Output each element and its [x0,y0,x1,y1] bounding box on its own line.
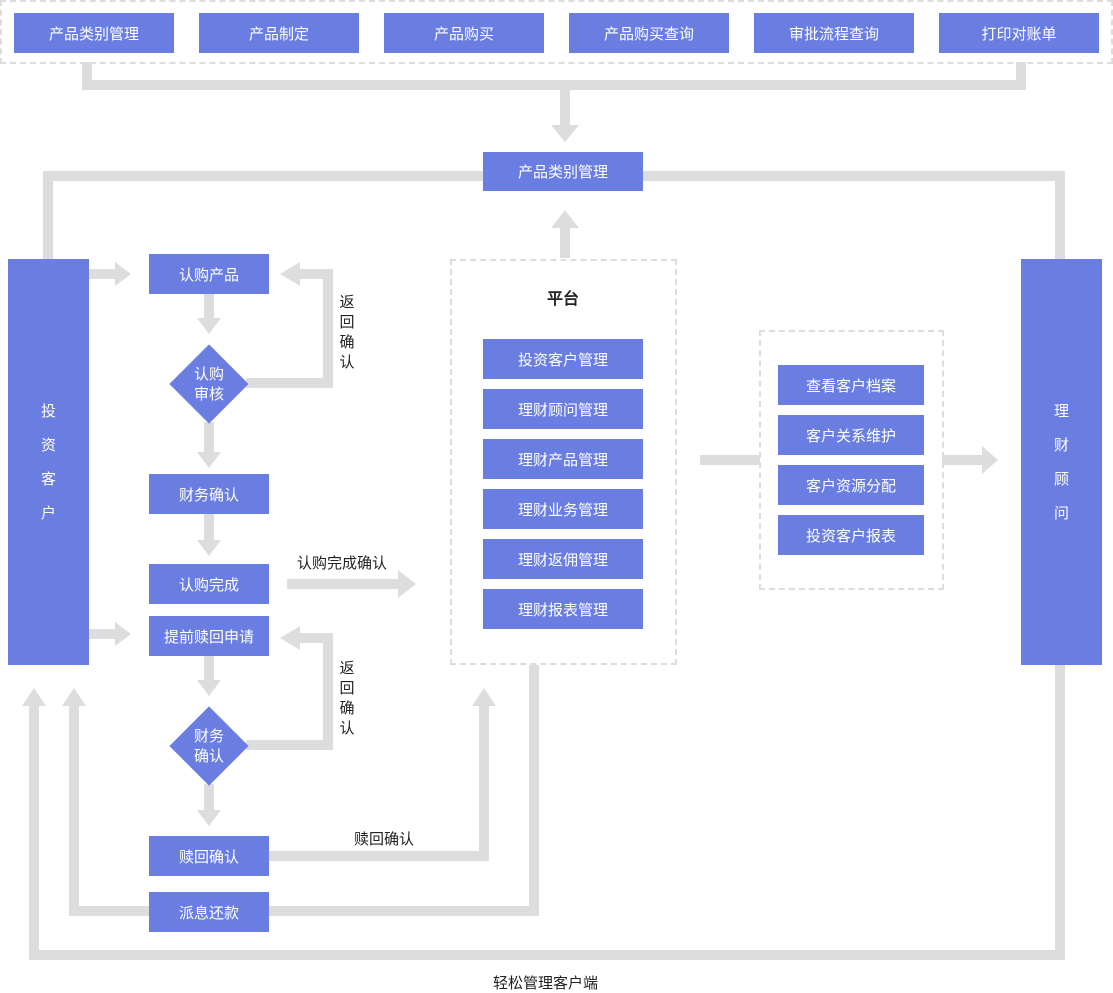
return-confirm-label-2: 返 回 确 认 [339,659,355,737]
investor-char: 客 [40,470,56,488]
platform-item-report-mgmt[interactable]: 理财报表管理 [483,589,643,629]
subscribe-review-label: 认购 审核 [193,365,224,403]
advisor-char: 顾 [1053,470,1069,488]
platform-title: 平台 [547,289,580,308]
center-product-category-box[interactable]: 产品类别管理 [483,152,643,191]
redeem-confirm-box[interactable]: 赎回确认 [149,836,269,876]
platform-container [450,259,677,665]
advisor-char: 财 [1053,436,1069,454]
investor-column: 投 资 客 户 [8,259,89,665]
early-redeem-box[interactable]: 提前赎回申请 [149,616,269,656]
platform-item-investor-mgmt[interactable]: 投资客户管理 [483,339,643,379]
platform-item-business-mgmt[interactable]: 理财业务管理 [483,489,643,529]
advisor-item-investor-report[interactable]: 投资客户报表 [778,515,924,555]
platform-item-product-mgmt[interactable]: 理财产品管理 [483,439,643,479]
platform-item-advisor-mgmt[interactable]: 理财顾问管理 [483,389,643,429]
footer-label: 轻松管理客户端 [493,974,599,992]
top-item-product-category[interactable]: 产品类别管理 [14,13,174,53]
investor-char: 户 [40,504,56,522]
investor-char: 资 [40,436,56,454]
return-confirm-label-1: 返 回 确 认 [339,293,355,371]
top-item-approval-query[interactable]: 审批流程查询 [754,13,914,53]
finance-confirm-box[interactable]: 财务确认 [149,474,269,514]
advisor-char: 理 [1053,402,1069,420]
top-item-product-design[interactable]: 产品制定 [199,13,359,53]
top-item-product-purchase[interactable]: 产品购买 [384,13,544,53]
redeem-confirm-label: 赎回确认 [354,830,415,848]
interest-repay-box[interactable]: 派息还款 [149,892,269,932]
advisor-item-relationship[interactable]: 客户关系维护 [778,415,924,455]
subscribe-product-box[interactable]: 认购产品 [149,254,269,294]
advisor-column: 理 财 顾 问 [1021,259,1102,665]
advisor-item-view-profile[interactable]: 查看客户档案 [778,365,924,405]
advisor-panel-container [759,330,944,590]
finance-confirm-diamond-label: 财务 确认 [193,727,224,765]
top-item-purchase-query[interactable]: 产品购买查询 [569,13,729,53]
advisor-item-resource-alloc[interactable]: 客户资源分配 [778,465,924,505]
subscribe-complete-box[interactable]: 认购完成 [149,564,269,604]
platform-item-rebate-mgmt[interactable]: 理财返佣管理 [483,539,643,579]
top-menu-container [0,0,1113,64]
advisor-char: 问 [1053,504,1069,522]
top-item-print-statement[interactable]: 打印对账单 [939,13,1099,53]
subscribe-complete-confirm-label: 认购完成确认 [297,554,388,572]
investor-char: 投 [40,402,56,420]
